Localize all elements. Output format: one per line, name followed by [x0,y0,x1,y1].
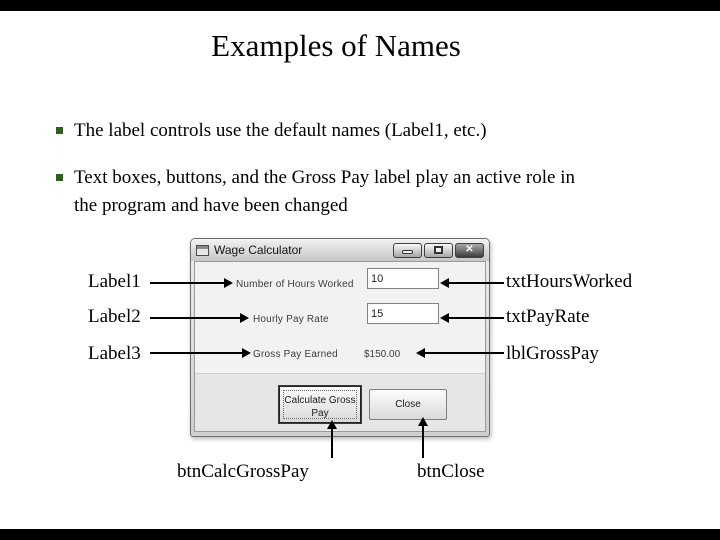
arrow-label1-head-icon [224,278,233,288]
annotation-label1: Label1 [88,271,141,292]
minimize-icon [402,250,413,254]
arrow-label3-line [150,352,244,354]
hours-worked-input[interactable] [367,268,439,289]
arrow-txthoursworked-line [448,282,504,284]
arrow-btncalcgrosspay-head-icon [327,420,337,429]
bullet-text: Text boxes, buttons, and the Gross Pay l… [74,167,575,216]
bullet-item: Text boxes, buttons, and the Gross Pay l… [56,164,616,220]
gross-pay-label: Gross Pay Earned [253,349,338,360]
maximize-button[interactable] [424,242,453,258]
hours-worked-label: Number of Hours Worked [236,279,354,290]
app-icon [196,244,209,256]
arrow-label3-head-icon [242,348,251,358]
arrow-btnclose-line [422,425,424,458]
arrow-txtpayrate-line [448,317,504,319]
arrow-txthoursworked-head-icon [440,278,449,288]
annotation-btncalcgrosspay: btnCalcGrossPay [177,461,309,482]
window-titlebar[interactable]: Wage Calculator ✕ [191,239,489,261]
annotation-lblgrosspay: lblGrossPay [506,343,599,364]
page-title: Examples of Names [211,28,461,63]
maximize-icon [434,246,443,254]
wage-calculator-window: Wage Calculator ✕ Number of Hours Worked… [190,238,490,437]
bullet-text: The label controls use the default names… [74,120,487,141]
arrow-lblgrosspay-head-icon [416,348,425,358]
gross-pay-value: $150.00 [364,349,401,360]
window-client-area: Number of Hours Worked Hourly Pay Rate G… [194,261,486,432]
bullet-square-icon [56,174,63,181]
pay-rate-label: Hourly Pay Rate [253,314,329,325]
window-title: Wage Calculator [214,243,303,257]
close-button[interactable]: Close [369,389,447,420]
arrow-btncalcgrosspay-line [331,428,333,458]
letterbox-bottom [0,529,720,540]
annotation-label2: Label2 [88,306,141,327]
arrow-lblgrosspay-line [424,352,504,354]
annotation-label3: Label3 [88,343,141,364]
annotation-btnclose: btnClose [417,461,485,482]
minimize-button[interactable] [393,242,422,258]
arrow-btnclose-head-icon [418,417,428,426]
arrow-txtpayrate-head-icon [440,313,449,323]
letterbox-top [0,0,720,11]
close-icon: ✕ [465,244,474,255]
calculate-gross-pay-button[interactable]: Calculate Gross Pay [279,386,361,423]
annotation-txthoursworked: txtHoursWorked [506,271,633,292]
annotation-txtpayrate: txtPayRate [506,306,590,327]
bullet-square-icon [56,127,63,134]
arrow-label1-line [150,282,226,284]
arrow-label2-head-icon [240,313,249,323]
arrow-label2-line [150,317,242,319]
bullet-item: The label controls use the default names… [56,117,676,145]
pay-rate-input[interactable] [367,303,439,324]
close-window-button[interactable]: ✕ [455,242,484,258]
